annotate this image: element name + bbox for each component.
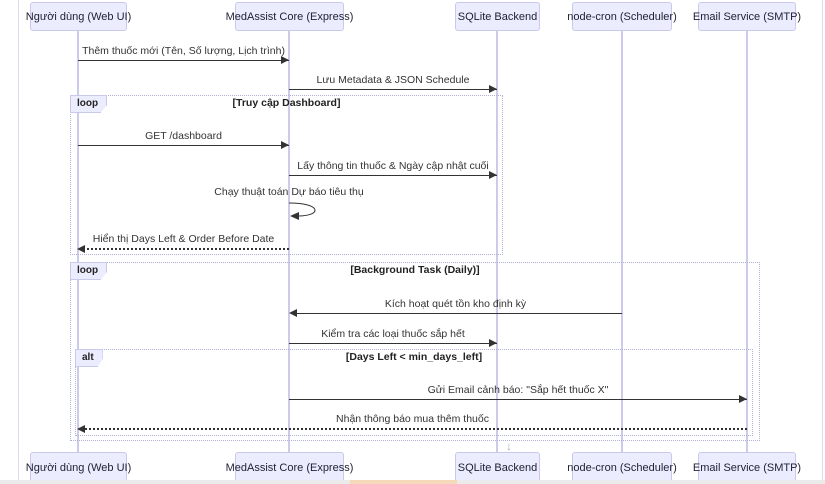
message-line — [78, 60, 289, 61]
actor-bottom-sqlite: SQLite Backend — [455, 452, 540, 484]
loop-frame-background-task-tag: loop — [70, 262, 108, 280]
message-line — [289, 343, 497, 344]
message-line — [293, 313, 622, 314]
message-line — [289, 399, 747, 400]
arrowhead-right-icon — [739, 395, 747, 403]
lifeline-email — [746, 31, 748, 452]
arrowhead-right-icon — [489, 339, 497, 347]
loop-frame-background-task-condition: [Background Task (Daily)] — [350, 264, 480, 276]
message-label-send-alert-email: Gửi Email cảnh báo: "Sắp hết thuốc X" — [427, 384, 609, 396]
message-label-trigger-scan: Kích hoạt quét tồn kho định kỳ — [384, 298, 527, 310]
actor-bottom-core: MedAssist Core (Express) — [226, 452, 353, 484]
arrowhead-right-icon — [281, 141, 289, 149]
message-line — [78, 145, 289, 146]
lifeline-core — [288, 31, 290, 452]
arrowhead-left-icon — [289, 309, 297, 317]
loop-frame-dashboard-condition: [Truy cập Dashboard] — [232, 97, 341, 109]
message-label-forecast: Chạy thuật toán Dự báo tiêu thụ — [214, 186, 364, 198]
actor-top-user: Người dùng (Web UI) — [26, 2, 131, 31]
lifeline-cron — [621, 31, 623, 452]
message-label-save-metadata: Lưu Metadata & JSON Schedule — [316, 74, 470, 86]
actor-bottom-email: Email Service (SMTP) — [693, 452, 801, 484]
alt-frame-days-left-tag: alt — [75, 349, 103, 367]
actor-top-email: Email Service (SMTP) — [693, 2, 801, 31]
actor-top-core: MedAssist Core (Express) — [226, 2, 353, 31]
lifeline-user — [77, 31, 79, 452]
loop-frame-dashboard — [70, 95, 503, 255]
alt-frame-days-left-condition: [Days Left < min_days_left] — [345, 351, 483, 363]
arrowhead-left-icon — [77, 245, 85, 253]
actor-bottom-user: Người dùng (Web UI) — [26, 452, 131, 484]
page-left-border — [18, 0, 19, 480]
lifeline-sqlite — [496, 31, 498, 452]
message-line — [289, 89, 497, 90]
arrowhead-right-icon — [489, 171, 497, 179]
actor-top-sqlite: SQLite Backend — [455, 2, 540, 31]
message-label-fetch-info: Lấy thông tin thuốc & Ngày cập nhật cuối — [297, 160, 489, 172]
arrowhead-right-icon — [281, 56, 289, 64]
message-line — [289, 175, 497, 176]
alt-frame-days-left — [75, 349, 753, 436]
message-label-check-low-stock: Kiểm tra các loại thuốc sắp hết — [321, 328, 465, 340]
message-label-add-medicine: Thêm thuốc mới (Tên, Số lượng, Lịch trìn… — [82, 45, 285, 57]
message-label-get-dashboard: GET /dashboard — [145, 130, 222, 142]
bottom-edge-highlight — [350, 480, 457, 484]
message-label-receive-notification: Nhận thông báo mua thêm thuốc — [336, 413, 489, 425]
loop-frame-background-task — [70, 262, 760, 441]
arrowhead-left-icon — [77, 425, 85, 433]
down-arrow-icon: ↓ — [506, 439, 512, 453]
self-message-loop-icon — [288, 202, 316, 220]
actor-bottom-cron: node-cron (Scheduler) — [567, 452, 677, 484]
loop-frame-dashboard-tag: loop — [70, 95, 108, 113]
page-right-border — [822, 0, 823, 480]
message-line-dotted — [82, 248, 289, 250]
message-label-show-days-left: Hiển thị Days Left & Order Before Date — [92, 233, 275, 245]
message-line-dotted — [82, 428, 747, 430]
actor-top-cron: node-cron (Scheduler) — [567, 2, 677, 31]
arrowhead-right-icon — [489, 85, 497, 93]
